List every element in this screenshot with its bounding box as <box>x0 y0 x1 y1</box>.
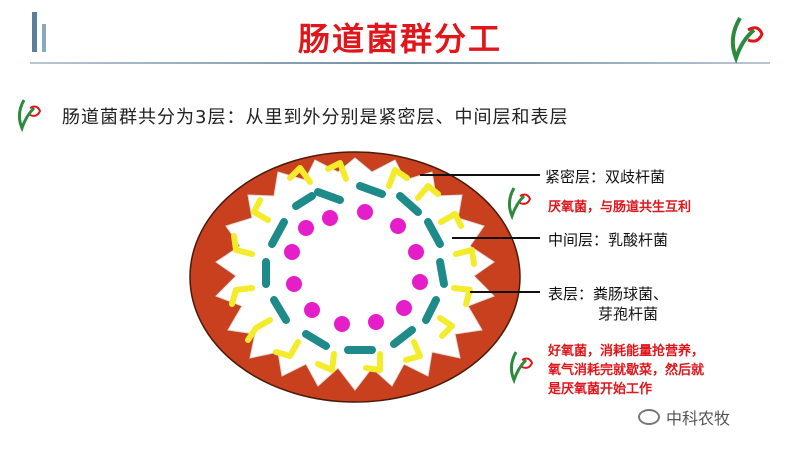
inner-bacteria-layer <box>284 204 428 332</box>
middle-bacteria-layer <box>262 182 448 354</box>
note-surface-line2: 氧气消耗完就歇菜，然后就 <box>548 363 705 378</box>
label-compact-layer: 紧密层：双歧杆菌 <box>545 168 666 186</box>
title-divider <box>30 62 770 64</box>
note-surface-line3: 是厌氧菌开始工作 <box>548 382 653 397</box>
subtitle: 肠道菌群共分为3层：从里到外分别是紧密层、中间层和表层 <box>62 107 569 128</box>
wechat-icon <box>638 409 660 425</box>
bullet-logo-icon <box>17 99 42 133</box>
watermark: 中科农牧 <box>638 405 730 429</box>
accent-bar <box>32 12 37 52</box>
label-surface-layer-line1: 表层：粪肠球菌、 <box>548 285 669 303</box>
outer-bacteria-layer <box>229 160 477 373</box>
note-compact-layer: 厌氧菌，与肠道共生互利 <box>548 200 692 215</box>
note-logo-icon <box>507 187 532 221</box>
mucus-layer <box>215 157 495 391</box>
note-surface-line1: 好氧菌，消耗能量抢营养， <box>548 344 705 359</box>
label-surface-layer-line2: 芽孢杆菌 <box>598 305 659 323</box>
page-title: 肠道菌群分工 <box>297 20 502 58</box>
watermark-text: 中科农牧 <box>666 409 731 428</box>
note-logo-icon-2 <box>509 351 534 385</box>
label-middle-layer: 中间层：乳酸杆菌 <box>548 231 669 249</box>
accent-bar-secondary <box>42 24 46 52</box>
brand-logo-icon <box>730 16 764 64</box>
